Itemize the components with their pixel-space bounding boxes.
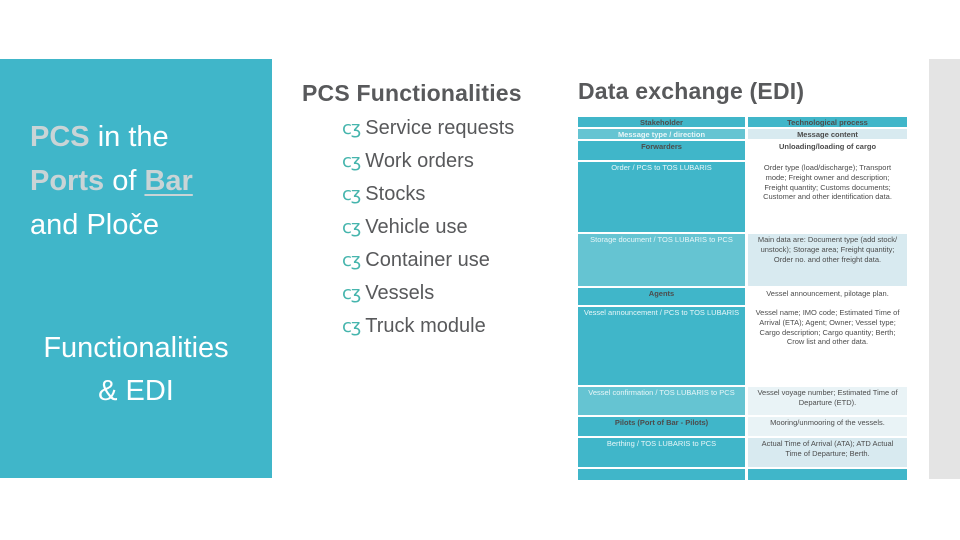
list-item-label: Service requests — [365, 117, 515, 139]
process-cell: Order type (load/discharge); Transport m… — [748, 162, 907, 232]
stakeholder-cell — [578, 469, 745, 480]
table-row: Message type / direction Message content — [578, 129, 907, 139]
bullet-icon: cʒ — [342, 118, 361, 139]
title-emphasis-underlined: Bar — [144, 165, 193, 197]
table-row: Vessel announcement / PCS to TOS LUBARIS… — [578, 307, 907, 385]
stakeholder-cell: Vessel announcement / PCS to TOS LUBARIS — [578, 307, 745, 385]
process-cell — [748, 469, 907, 480]
stakeholder-cell: Order / PCS to TOS LUBARIS — [578, 162, 745, 232]
sidebar-panel: PCS in the Ports of Bar and Ploče Functi… — [0, 59, 272, 478]
bullet-icon: cʒ — [342, 217, 361, 238]
process-cell: Message content — [748, 129, 907, 139]
stakeholder-cell: Berthing / TOS LUBARIS to PCS — [578, 438, 745, 467]
stakeholder-cell: Message type / direction — [578, 129, 745, 139]
table-row — [578, 469, 907, 480]
title-emphasis: PCS — [30, 121, 90, 153]
stakeholder-cell: Pilots (Port of Bar - Pilots) — [578, 417, 745, 436]
title-line-1: PCS in the — [30, 121, 169, 153]
edi-table: Stakeholder Technological process Messag… — [578, 117, 907, 480]
table-row: Agents Vessel announcement, pilotage pla… — [578, 288, 907, 305]
right-margin-panel — [929, 59, 960, 479]
bullet-icon: cʒ — [342, 283, 361, 304]
table-row: Order / PCS to TOS LUBARIS Order type (l… — [578, 162, 907, 232]
process-cell: Unloading/loading of cargo — [748, 141, 907, 160]
list-item-label: Work orders — [365, 150, 474, 172]
edi-title: Data exchange (EDI) — [578, 78, 805, 104]
subtitle-line-2: & EDI — [98, 375, 174, 407]
stakeholder-cell: Storage document / TOS LUBARIS to PCS — [578, 234, 745, 286]
title-line-2: Ports of Bar — [30, 165, 193, 197]
title-line-3: and Ploče — [30, 209, 159, 241]
table-row: Berthing / TOS LUBARIS to PCS Actual Tim… — [578, 438, 907, 467]
table-row: Stakeholder Technological process — [578, 117, 907, 127]
bullet-icon: cʒ — [342, 316, 361, 337]
subtitle-line-1: Functionalities — [43, 332, 229, 364]
process-cell: Vessel announcement, pilotage plan. — [748, 288, 907, 305]
table-row: Storage document / TOS LUBARIS to PCS Ma… — [578, 234, 907, 286]
list-item-label: Vessels — [365, 282, 435, 304]
stakeholder-cell: Forwarders — [578, 141, 745, 160]
process-cell: Actual Time of Arrival (ATA); ATD Actual… — [748, 438, 907, 467]
title-emphasis: Ports — [30, 165, 105, 197]
process-cell: Mooring/unmooring of the vessels. — [748, 417, 907, 436]
table-row: Vessel confirmation / TOS LUBARIS to PCS… — [578, 387, 907, 415]
process-cell: Vessel name; IMO code; Estimated Time of… — [748, 307, 907, 385]
list-item-label: Stocks — [365, 183, 426, 205]
list-item-label: Vehicle use — [365, 216, 468, 238]
bullet-icon: cʒ — [342, 184, 361, 205]
slide-subtitle: Functionalities & EDI — [0, 327, 272, 413]
stakeholder-cell: Agents — [578, 288, 745, 305]
functionalities-title: PCS Functionalities — [302, 80, 522, 106]
list-item-label: Container use — [365, 249, 490, 271]
bullet-icon: cʒ — [342, 151, 361, 172]
process-cell: Vessel voyage number; Estimated Time of … — [748, 387, 907, 415]
slide-title: PCS in the Ports of Bar and Ploče — [30, 115, 193, 247]
stakeholder-cell: Vessel confirmation / TOS LUBARIS to PCS — [578, 387, 745, 415]
bullet-icon: cʒ — [342, 250, 361, 271]
table-row: Forwarders Unloading/loading of cargo — [578, 141, 907, 160]
process-cell: Main data are: Document type (add stock/… — [748, 234, 907, 286]
edi-section: Data exchange (EDI) Stakeholder Technolo… — [578, 78, 908, 480]
list-item-label: Truck module — [365, 315, 486, 337]
process-cell: Technological process — [748, 117, 907, 127]
table-row: Pilots (Port of Bar - Pilots) Mooring/un… — [578, 417, 907, 436]
stakeholder-cell: Stakeholder — [578, 117, 745, 127]
